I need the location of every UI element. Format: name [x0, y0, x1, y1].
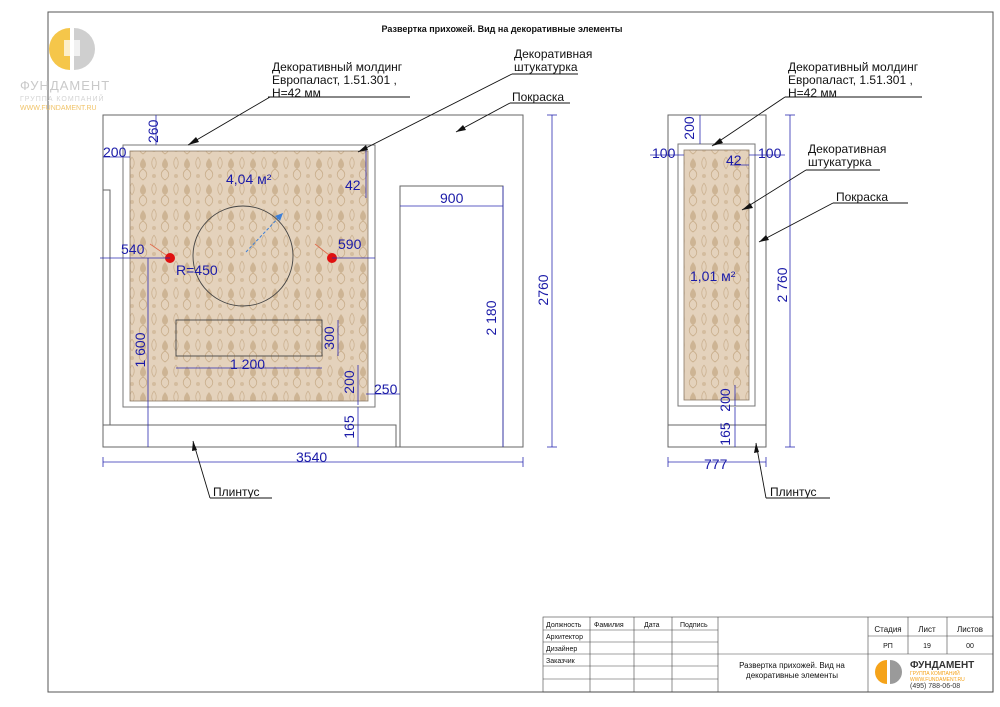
left-wall-elevation: 260 200 42 900 540 590 4,04 м² R=450 276… [100, 47, 592, 499]
dim-42: 42 [345, 177, 361, 193]
tb-phone: (495) 788-06-08 [910, 683, 960, 690]
dim-200-left: 200 [103, 144, 127, 160]
tb-company-site: WWW.FUNDAMENT.RU [910, 677, 965, 683]
dim-200-top-right: 200 [681, 116, 697, 140]
plinth-label: Плинтус [213, 485, 259, 499]
tb-header-date: Дата [644, 622, 660, 629]
right-plinth [667, 424, 767, 448]
logo-site: WWW.FUNDAMENT.RU [20, 105, 97, 112]
dim-300: 300 [321, 326, 337, 350]
radius-line [245, 212, 284, 253]
tb-sheets-label: Листов [957, 625, 983, 634]
logo-left-half-icon [49, 28, 70, 70]
tb-company: ФУНДАМЕНТ [910, 660, 974, 671]
rect-molding [175, 319, 323, 357]
molding-label-right-1: Декоративный молдинг [788, 60, 919, 74]
left-dimension-lines [100, 114, 557, 467]
tb-sheets: 00 [966, 643, 974, 650]
tb-logo-left-icon [875, 660, 887, 684]
plinth-label-right: Плинтус [770, 485, 816, 499]
tb-header-signature: Подпись [680, 622, 708, 629]
dim-165: 165 [341, 415, 357, 439]
tb-role-designer: Дизайнер [546, 645, 577, 653]
plaster-label-right-1: Декоративная [808, 142, 886, 156]
left-plaster-panel [129, 150, 369, 402]
molding-label-right-3: Н=42 мм [788, 86, 837, 100]
sheet-title: Развертка прихожей. Вид на декоративные … [382, 24, 623, 34]
tb-role-architect: Архитектор [546, 634, 583, 641]
right-plaster-panel [683, 149, 750, 401]
dim-2760-right: 2 760 [774, 267, 790, 302]
dim-777: 777 [704, 456, 728, 472]
plaster-label-1: Декоративная [514, 47, 592, 61]
tb-logo-right-icon [890, 660, 902, 684]
molding-label-2: Европаласт, 1.51.301 , [272, 73, 397, 87]
dim-1200: 1 200 [230, 356, 265, 372]
tb-description-2: декоративные элементы [746, 671, 838, 680]
molding-label-1: Декоративный молдинг [272, 60, 403, 74]
dim-165-right: 165 [717, 422, 733, 446]
plaster-label-right-2: штукатурка [808, 155, 872, 169]
dim-42-right: 42 [726, 152, 742, 168]
dim-2760: 2760 [535, 274, 551, 305]
dim-590: 590 [338, 236, 362, 252]
dim-900: 900 [440, 190, 464, 206]
paint-label: Покраска [512, 90, 564, 104]
radius-label: R=450 [176, 262, 218, 278]
circle-molding [192, 205, 294, 307]
tb-role-customer: Заказчик [546, 658, 576, 665]
dim-100-right-right: 100 [758, 145, 782, 161]
dim-100-left-right: 100 [652, 145, 676, 161]
plaster-label-2: штукатурка [514, 60, 578, 74]
title-block: Должность Фамилия Дата Подпись Архитекто… [542, 616, 994, 693]
left-wall-outline [102, 114, 524, 448]
area-left: 4,04 м² [226, 171, 272, 187]
dim-260: 260 [145, 119, 161, 143]
tb-header-name: Фамилия [594, 622, 624, 629]
dim-1600: 1 600 [132, 332, 148, 367]
radius-arrow-icon [275, 213, 283, 221]
right-leaders [711, 96, 922, 499]
sheet-frame [47, 11, 994, 693]
tb-company-sub: ГРУППА КОМПАНИЙ [910, 669, 960, 677]
paint-label-right: Покраска [836, 190, 888, 204]
dim-200-bottom: 200 [341, 370, 357, 394]
dim-250: 250 [374, 381, 398, 397]
company-logo: ФУНДАМЕНТ ГРУППА КОМПАНИЙ WWW.FUNDAMENT.… [20, 28, 110, 112]
tb-stage-label: Стадия [874, 625, 901, 634]
dim-540: 540 [121, 241, 145, 257]
tb-header-position: Должность [546, 622, 582, 629]
dim-2180: 2 180 [483, 300, 499, 335]
logo-right-half-icon [74, 28, 95, 70]
tb-description-1: Развертка прихожей. Вид на [739, 661, 845, 670]
right-wall-elevation: 200 100 42 100 1,01 м² 2 760 200 165 777… [650, 60, 922, 499]
left-plinth [102, 424, 397, 448]
tb-stage: РП [883, 643, 893, 650]
tb-sheet: 19 [923, 643, 931, 650]
dim-3540: 3540 [296, 449, 327, 465]
area-right: 1,01 м² [690, 268, 736, 284]
left-leaders [187, 73, 578, 499]
dim-200-bottom-right: 200 [717, 388, 733, 412]
logo-sub: ГРУППА КОМПАНИЙ [20, 94, 105, 103]
logo-name: ФУНДАМЕНТ [20, 78, 110, 93]
right-dimension-lines [650, 114, 795, 467]
molding-label-3: Н=42 мм [272, 86, 321, 100]
molding-label-right-2: Европаласт, 1.51.301 , [788, 73, 913, 87]
tb-sheet-label: Лист [918, 625, 936, 634]
